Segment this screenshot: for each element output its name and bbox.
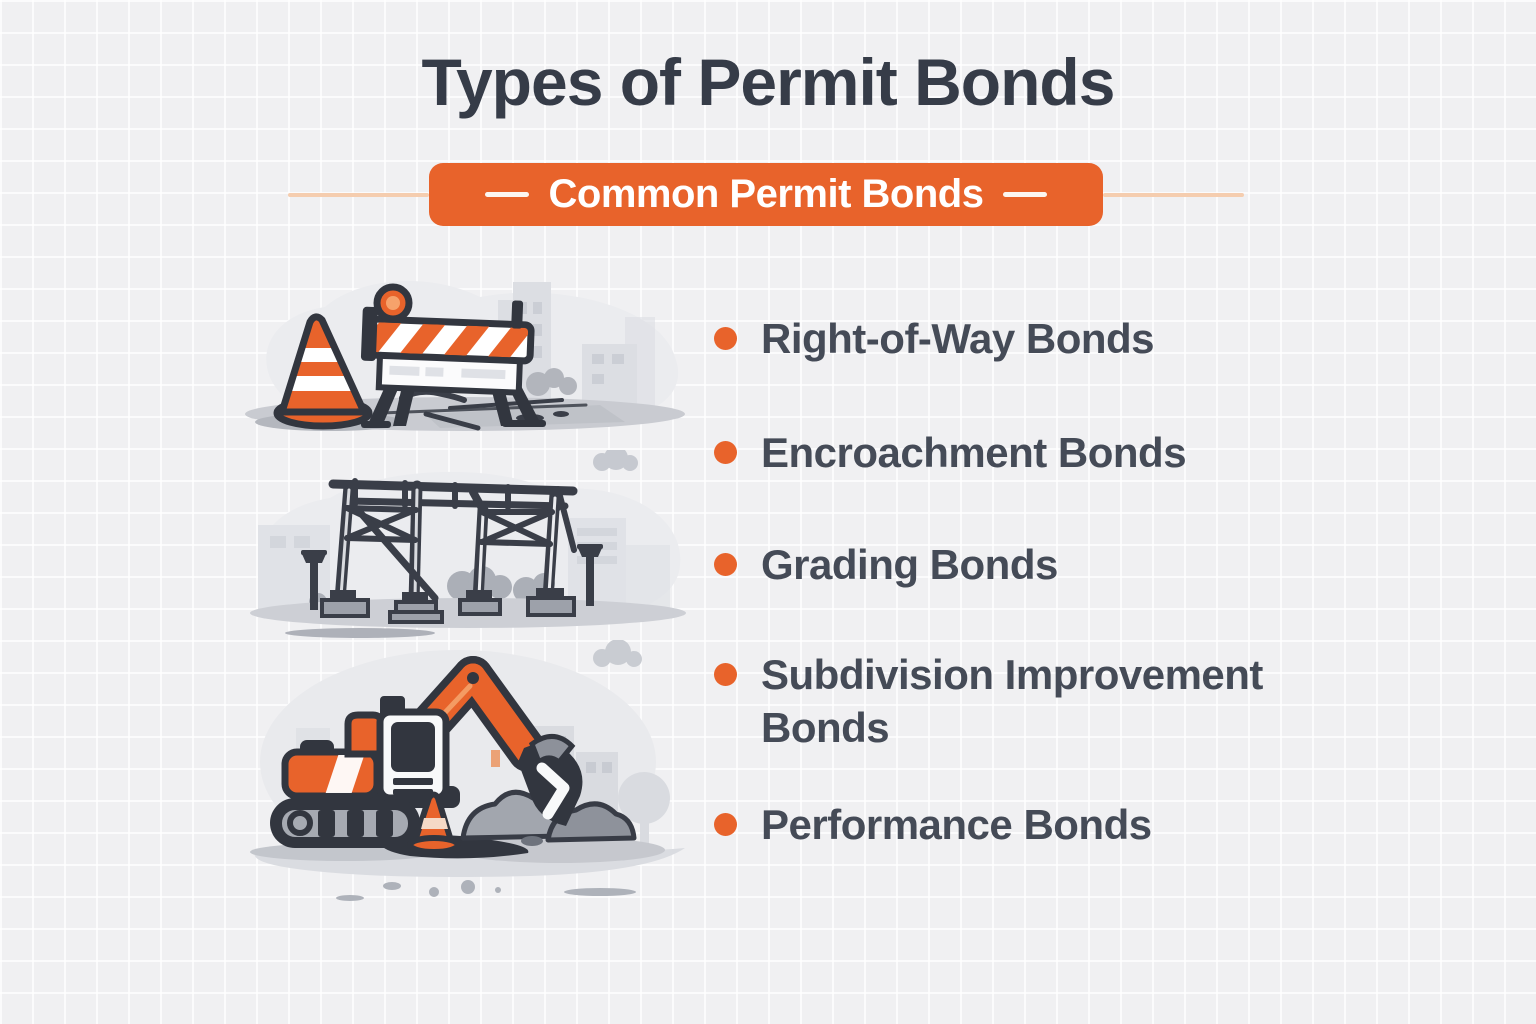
list-item-encroachment: Encroachment Bonds bbox=[714, 426, 1187, 479]
list-item-performance: Performance Bonds bbox=[714, 798, 1152, 851]
bond-item-label: Right-of-Way Bonds bbox=[761, 315, 1155, 362]
page-title: Types of Permit Bonds bbox=[421, 45, 1116, 119]
banner-dash-right-icon bbox=[1003, 192, 1048, 197]
bond-item-label: Performance Bonds bbox=[761, 801, 1152, 848]
bullet-dot-icon bbox=[714, 327, 737, 350]
banner-label: Common Permit Bonds bbox=[548, 172, 984, 216]
list-item-subdivision-improvement: Subdivision Improvement Bonds bbox=[714, 648, 1326, 754]
section-banner: Common Permit Bonds bbox=[429, 163, 1103, 226]
banner-row: Common Permit Bonds bbox=[288, 163, 1244, 226]
excavator-illustration bbox=[230, 640, 710, 920]
list-item-grading: Grading Bonds bbox=[714, 538, 1058, 591]
bullet-dot-icon bbox=[714, 441, 737, 464]
bond-item-label: Grading Bonds bbox=[761, 541, 1058, 588]
bullet-dot-icon bbox=[714, 663, 737, 686]
banner-dash-left-icon bbox=[484, 192, 529, 197]
list-item-right-of-way: Right-of-Way Bonds bbox=[714, 312, 1155, 365]
bond-item-label: Encroachment Bonds bbox=[761, 429, 1187, 476]
scaffolding-gantry-illustration bbox=[230, 450, 710, 650]
bond-item-label: Subdivision Improvement Bonds bbox=[761, 651, 1263, 751]
barricade-and-cone-illustration bbox=[230, 262, 710, 452]
banner-side-line-right bbox=[1103, 192, 1244, 197]
bullet-dot-icon bbox=[714, 813, 737, 836]
bullet-dot-icon bbox=[714, 553, 737, 576]
banner-side-line-left bbox=[288, 192, 429, 197]
